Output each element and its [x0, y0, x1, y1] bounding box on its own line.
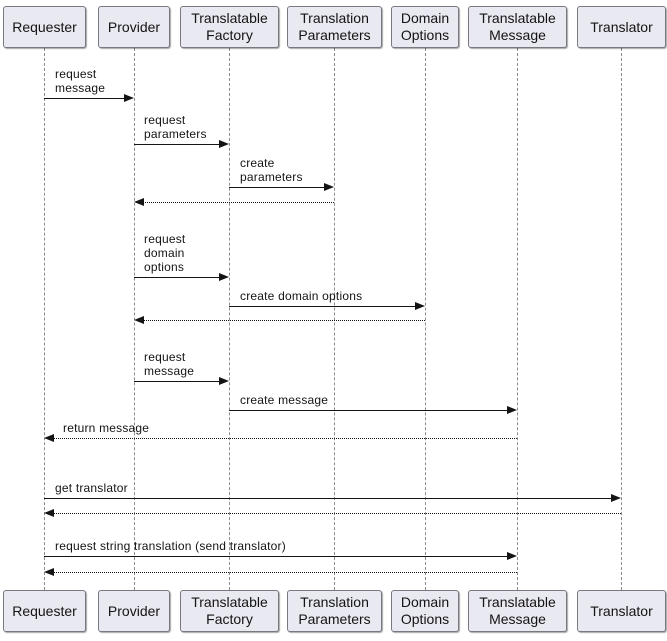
message-arrowhead-3 — [324, 183, 334, 191]
participant-provider-bottom: Provider — [98, 590, 170, 632]
lifeline-translatable-message — [517, 48, 518, 590]
message-line-8 — [134, 381, 220, 382]
message-label-line: create message — [240, 393, 329, 407]
participant-label-line: Translatable — [479, 10, 556, 26]
message-arrowhead-6 — [415, 302, 425, 310]
message-label-line: return message — [63, 421, 150, 435]
message-line-1 — [44, 98, 125, 99]
message-label-line: parameters — [144, 127, 207, 141]
participant-label-line: Factory — [206, 611, 253, 627]
message-arrowhead-2 — [219, 140, 229, 148]
message-label-line: request — [144, 113, 186, 127]
message-label-line: options — [144, 260, 185, 274]
participant-provider-top: Provider — [98, 6, 170, 48]
message-arrowhead-11 — [611, 494, 621, 502]
participant-requester-top: Requester — [3, 6, 86, 48]
participant-label-line: Translation — [300, 594, 369, 610]
message-label-10: return message — [63, 421, 149, 435]
message-label-13: request string translation (send transla… — [55, 539, 286, 553]
message-arrowhead-14 — [44, 568, 54, 576]
participant-label-line: Provider — [107, 602, 161, 619]
message-arrowhead-8 — [219, 377, 229, 385]
participant-label-line: Translatable — [191, 594, 268, 610]
participant-label-line: Domain — [400, 10, 450, 26]
message-line-3 — [229, 187, 325, 188]
message-label-6: create domain options — [240, 289, 362, 303]
participant-label-line: Options — [400, 611, 450, 627]
message-label-line: create — [240, 156, 275, 170]
participant-translator-top: Translator — [577, 6, 666, 48]
message-arrowhead-13 — [507, 552, 517, 560]
participant-translator-bottom: Translator — [577, 590, 666, 632]
message-arrowhead-4 — [134, 198, 144, 206]
message-line-2 — [134, 144, 220, 145]
message-line-6 — [229, 306, 416, 307]
message-arrowhead-9 — [507, 406, 517, 414]
participant-label-line: Translatable — [479, 594, 556, 610]
participant-label-line: Provider — [107, 18, 161, 35]
message-arrowhead-5 — [219, 273, 229, 281]
participant-label-line: Parameters — [298, 611, 371, 627]
message-label-line: request — [144, 232, 186, 246]
message-label-line: request string translation (send transla… — [55, 539, 286, 553]
message-label-line: parameters — [240, 170, 303, 184]
message-arrowhead-1 — [124, 94, 134, 102]
message-label-line: request — [55, 67, 97, 81]
participant-label-line: Requester — [12, 18, 77, 35]
participant-label-line: Parameters — [298, 27, 371, 43]
participant-label-line: Message — [489, 611, 546, 627]
participant-requester-bottom: Requester — [3, 590, 86, 632]
message-line-13 — [44, 556, 508, 557]
lifeline-requester — [44, 48, 45, 590]
lifeline-translator — [621, 48, 622, 590]
participant-label-line: Domain — [400, 594, 450, 610]
message-arrowhead-12 — [44, 509, 54, 517]
message-line-7 — [143, 320, 425, 321]
message-line-10 — [53, 438, 517, 439]
participant-label-line: Translation — [300, 10, 369, 26]
participant-label-line: Factory — [206, 27, 253, 43]
message-label-9: create message — [240, 393, 328, 407]
message-line-14 — [53, 572, 517, 573]
message-arrowhead-10 — [44, 434, 54, 442]
message-label-line: domain — [144, 246, 185, 260]
message-label-line: request — [144, 350, 186, 364]
participant-label-line: Translator — [590, 602, 653, 619]
message-line-9 — [229, 410, 508, 411]
message-label-line: create domain options — [240, 289, 363, 303]
lifeline-domain-options — [425, 48, 426, 590]
participant-label-line: Requester — [12, 602, 77, 619]
message-line-5 — [134, 277, 220, 278]
participant-label-line: Message — [489, 27, 546, 43]
message-line-11 — [44, 498, 612, 499]
message-arrowhead-7 — [134, 316, 144, 324]
participant-label-line: Options — [400, 27, 450, 43]
message-line-4 — [143, 202, 334, 203]
participant-label-line: Translator — [590, 18, 653, 35]
lifeline-translation-parameters — [334, 48, 335, 590]
message-label-line: message — [55, 81, 106, 95]
lifeline-translatable-factory — [229, 48, 230, 590]
message-label-line: message — [144, 364, 195, 378]
message-label-11: get translator — [55, 481, 128, 495]
message-label-line: get translator — [55, 481, 128, 495]
message-line-12 — [53, 513, 621, 514]
participant-label-line: Translatable — [191, 10, 268, 26]
